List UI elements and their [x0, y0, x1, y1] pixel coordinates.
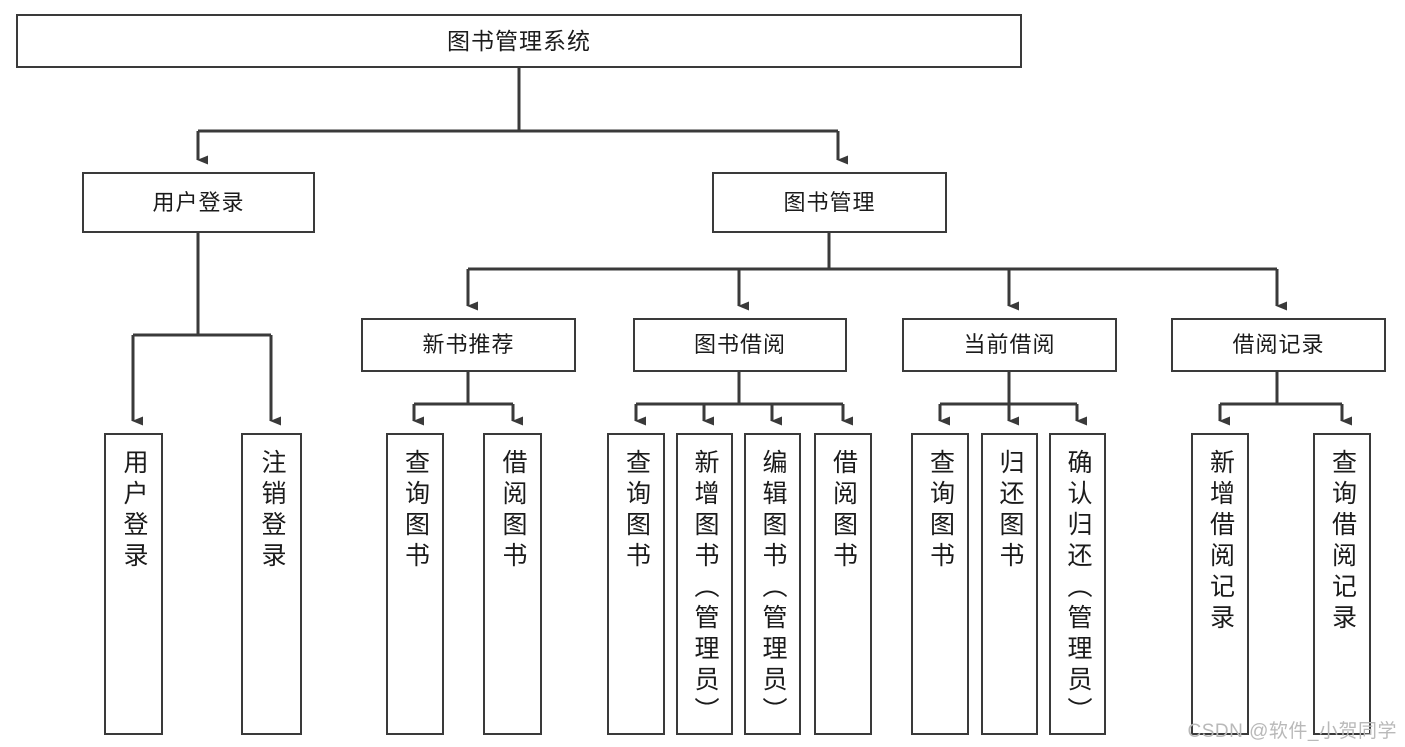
node-label: 用户登录: [152, 189, 245, 215]
node-label: 借阅记录: [1232, 332, 1325, 358]
node-label: 图书管理系统: [447, 27, 591, 54]
node-label: 图书借阅: [693, 332, 786, 358]
node-label: 查询借阅记录: [1328, 449, 1357, 635]
leaf-add-borrow-record[interactable]: 新增借阅记录: [1191, 433, 1249, 735]
node-label: 新书推荐: [422, 332, 515, 358]
node-book-manage[interactable]: 图书管理: [712, 172, 947, 233]
leaf-borrow-book-1[interactable]: 借阅图书: [483, 433, 542, 735]
node-label: 编辑图书（管理员）: [759, 449, 787, 728]
node-borrow-record[interactable]: 借阅记录: [1171, 318, 1386, 372]
node-label: 新增借阅记录: [1206, 449, 1235, 635]
node-label: 图书管理: [783, 189, 876, 215]
leaf-return-book[interactable]: 归还图书: [981, 433, 1038, 735]
node-user-login[interactable]: 用户登录: [82, 172, 315, 233]
leaf-borrow-book-2[interactable]: 借阅图书: [814, 433, 872, 735]
leaf-query-book-3[interactable]: 查询图书: [911, 433, 969, 735]
leaf-query-borrow-record[interactable]: 查询借阅记录: [1313, 433, 1371, 735]
leaf-confirm-return[interactable]: 确认归还（管理员）: [1049, 433, 1106, 735]
node-label: 借阅图书: [829, 449, 858, 573]
node-new-book-recommend[interactable]: 新书推荐: [361, 318, 576, 372]
node-label: 查询图书: [401, 449, 430, 573]
node-root-system[interactable]: 图书管理系统: [16, 14, 1022, 68]
node-label: 查询图书: [926, 449, 955, 573]
node-label: 借阅图书: [499, 449, 527, 573]
node-current-borrow[interactable]: 当前借阅: [902, 318, 1117, 372]
leaf-query-book-2[interactable]: 查询图书: [607, 433, 665, 735]
leaf-user-login[interactable]: 用户登录: [104, 433, 163, 735]
node-label: 注销登录: [258, 449, 286, 573]
leaf-logout[interactable]: 注销登录: [241, 433, 302, 735]
leaf-query-book-1[interactable]: 查询图书: [386, 433, 444, 735]
node-label: 查询图书: [622, 449, 651, 573]
node-label: 当前借阅: [963, 332, 1056, 358]
node-label: 新增图书（管理员）: [691, 449, 719, 728]
leaf-edit-book[interactable]: 编辑图书（管理员）: [744, 433, 801, 735]
node-label: 确认归还（管理员）: [1064, 449, 1092, 728]
leaf-add-book[interactable]: 新增图书（管理员）: [676, 433, 733, 735]
node-label: 归还图书: [996, 449, 1024, 573]
node-label: 用户登录: [120, 449, 148, 573]
node-book-borrow[interactable]: 图书借阅: [633, 318, 847, 372]
